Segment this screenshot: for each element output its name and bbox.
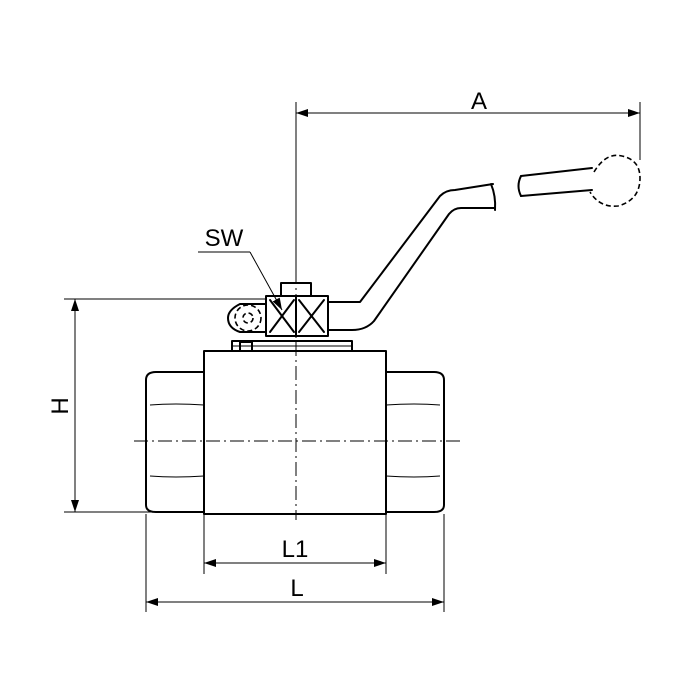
dimension-l-label: L [290,575,303,602]
dimension-l1: L1 [203,514,387,574]
centerlines [134,270,462,520]
dimension-sw-label: SW [205,225,244,252]
dimension-l: L [145,514,445,612]
left-end-fitting [145,371,205,513]
stem-flange [231,340,353,352]
lock-lever [227,303,267,333]
dimension-a: A [295,88,641,282]
stem-hex [265,282,329,337]
dimension-a-label: A [471,88,487,115]
dimension-sw: SW [198,225,283,311]
handle [327,154,641,331]
dimension-h: H [47,298,266,513]
valve-body [203,350,387,515]
right-end-fitting [385,371,445,513]
dimension-h-label: H [47,397,74,414]
dimension-l1-label: L1 [282,536,309,563]
